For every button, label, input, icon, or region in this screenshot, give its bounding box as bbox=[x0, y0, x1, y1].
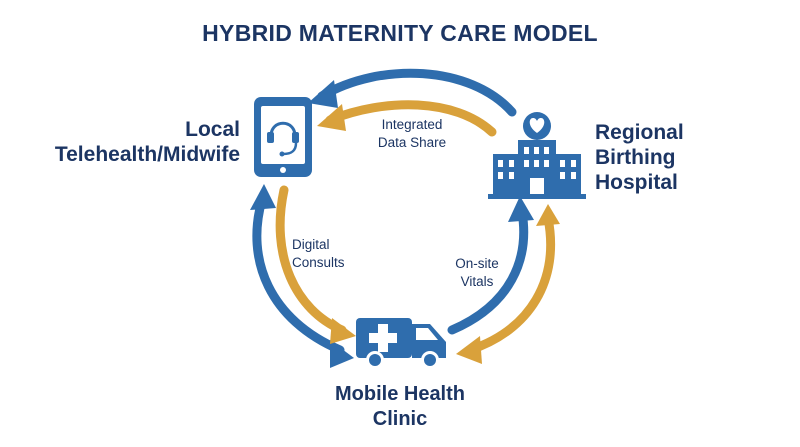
node-local-label: Local bbox=[150, 117, 240, 142]
node-hospital-label: Regional Birthing Hospital bbox=[595, 120, 745, 195]
arrow-local-to-clinic-gold bbox=[275, 185, 347, 335]
edge-vitals-label: On-site Vitals bbox=[440, 255, 514, 291]
node-local-line2: Telehealth/Midwife bbox=[54, 143, 240, 166]
arrow-clinic-to-local-blue bbox=[252, 195, 345, 355]
arrow-clinic-to-hospital-blue bbox=[447, 207, 529, 335]
node-hospital-line2: Birthing bbox=[595, 146, 676, 169]
node-local-label-2: Telehealth/Midwife bbox=[44, 142, 240, 167]
edge-consults-line2: Consults bbox=[292, 255, 345, 270]
edge-data-share-line2: Data Share bbox=[377, 135, 447, 150]
arrow-hospital-to-local-gold bbox=[325, 100, 497, 137]
tablet-headset-icon bbox=[254, 97, 312, 177]
arrowhead-clinic-to-local-blue bbox=[250, 184, 276, 210]
edge-vitals-line1: On-site bbox=[455, 256, 499, 271]
arrowhead-hospital-to-local-blue bbox=[308, 80, 338, 108]
diagram-title: HYBRID MATERNITY CARE MODEL bbox=[202, 20, 598, 46]
node-clinic-line2: Clinic bbox=[372, 408, 428, 430]
node-clinic-label: Mobile Health Clinic bbox=[300, 382, 500, 432]
edge-data-share-line1: Integrated bbox=[381, 117, 443, 132]
node-hospital-line3: Hospital bbox=[595, 171, 678, 194]
node-clinic-line1: Mobile Health bbox=[334, 383, 465, 405]
arrow-hospital-to-clinic-gold bbox=[465, 213, 556, 355]
arrowhead-hospital-blue-top bbox=[536, 204, 560, 226]
hospital-heart-icon bbox=[488, 112, 586, 199]
edge-consults-label: Digital Consults bbox=[292, 236, 372, 272]
arrowhead-hospital-to-clinic-gold bbox=[456, 336, 482, 364]
arrowhead-local-to-clinic-gold bbox=[330, 318, 356, 344]
arrowhead-local-to-clinic-blue bbox=[330, 340, 354, 368]
edge-vitals-line2: Vitals bbox=[460, 274, 494, 289]
node-local-line1: Local bbox=[185, 118, 240, 141]
node-hospital-line1: Regional bbox=[595, 121, 684, 144]
edge-consults-line1: Digital bbox=[292, 237, 330, 252]
edge-data-share-label: Integrated Data Share bbox=[360, 116, 464, 152]
arrow-hospital-to-local-blue bbox=[317, 68, 517, 117]
ambulance-icon bbox=[356, 318, 446, 369]
arrowhead-hospital-to-local-gold bbox=[317, 104, 346, 131]
arrowhead-clinic-to-hospital-blue bbox=[508, 196, 534, 222]
